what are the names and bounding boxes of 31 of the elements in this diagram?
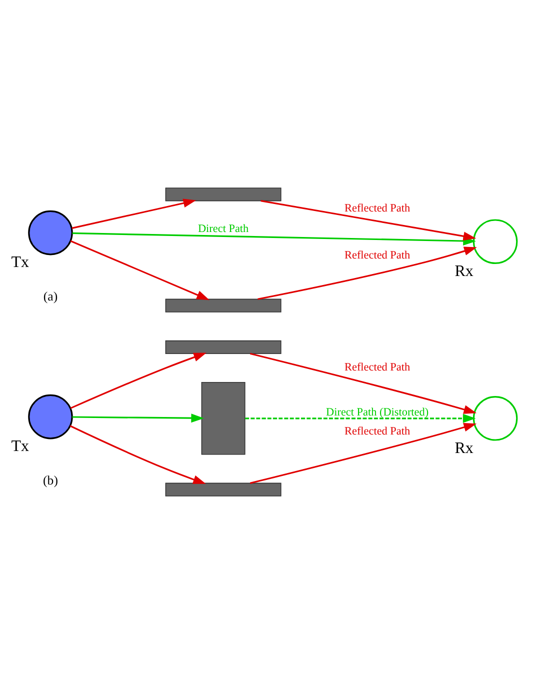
arrow — [260, 200, 476, 241]
node-label: Rx — [454, 263, 474, 280]
edge-label: Reflected Path — [344, 250, 410, 262]
node-bar — [165, 340, 282, 354]
arrow — [245, 414, 476, 423]
arrow — [72, 414, 204, 423]
label: (b) — [43, 474, 58, 488]
arrow — [72, 198, 196, 229]
arrow — [70, 352, 207, 409]
arrow — [250, 422, 477, 484]
arrow — [250, 352, 477, 414]
node-circle — [472, 396, 518, 441]
edge-label: Direct Path (Distorted) — [326, 406, 429, 418]
node-circle — [472, 219, 518, 264]
label: (a) — [43, 290, 58, 304]
node-circle — [28, 394, 73, 440]
edge-label: Direct Path — [198, 223, 249, 236]
node-label: Tx — [11, 254, 29, 272]
edge-label: Reflected Path — [344, 362, 410, 374]
arrow — [258, 246, 477, 300]
arrow — [70, 425, 206, 484]
node-box — [201, 382, 246, 455]
node-label: Rx — [454, 440, 474, 457]
node-bar — [165, 298, 282, 312]
node-bar — [165, 188, 282, 202]
node-bar — [165, 482, 282, 496]
edge-label: Reflected Path — [344, 426, 410, 438]
edge-label: Reflected Path — [344, 202, 410, 214]
node-label: Tx — [11, 438, 29, 456]
node-circle — [28, 210, 73, 256]
arrow — [70, 240, 210, 300]
